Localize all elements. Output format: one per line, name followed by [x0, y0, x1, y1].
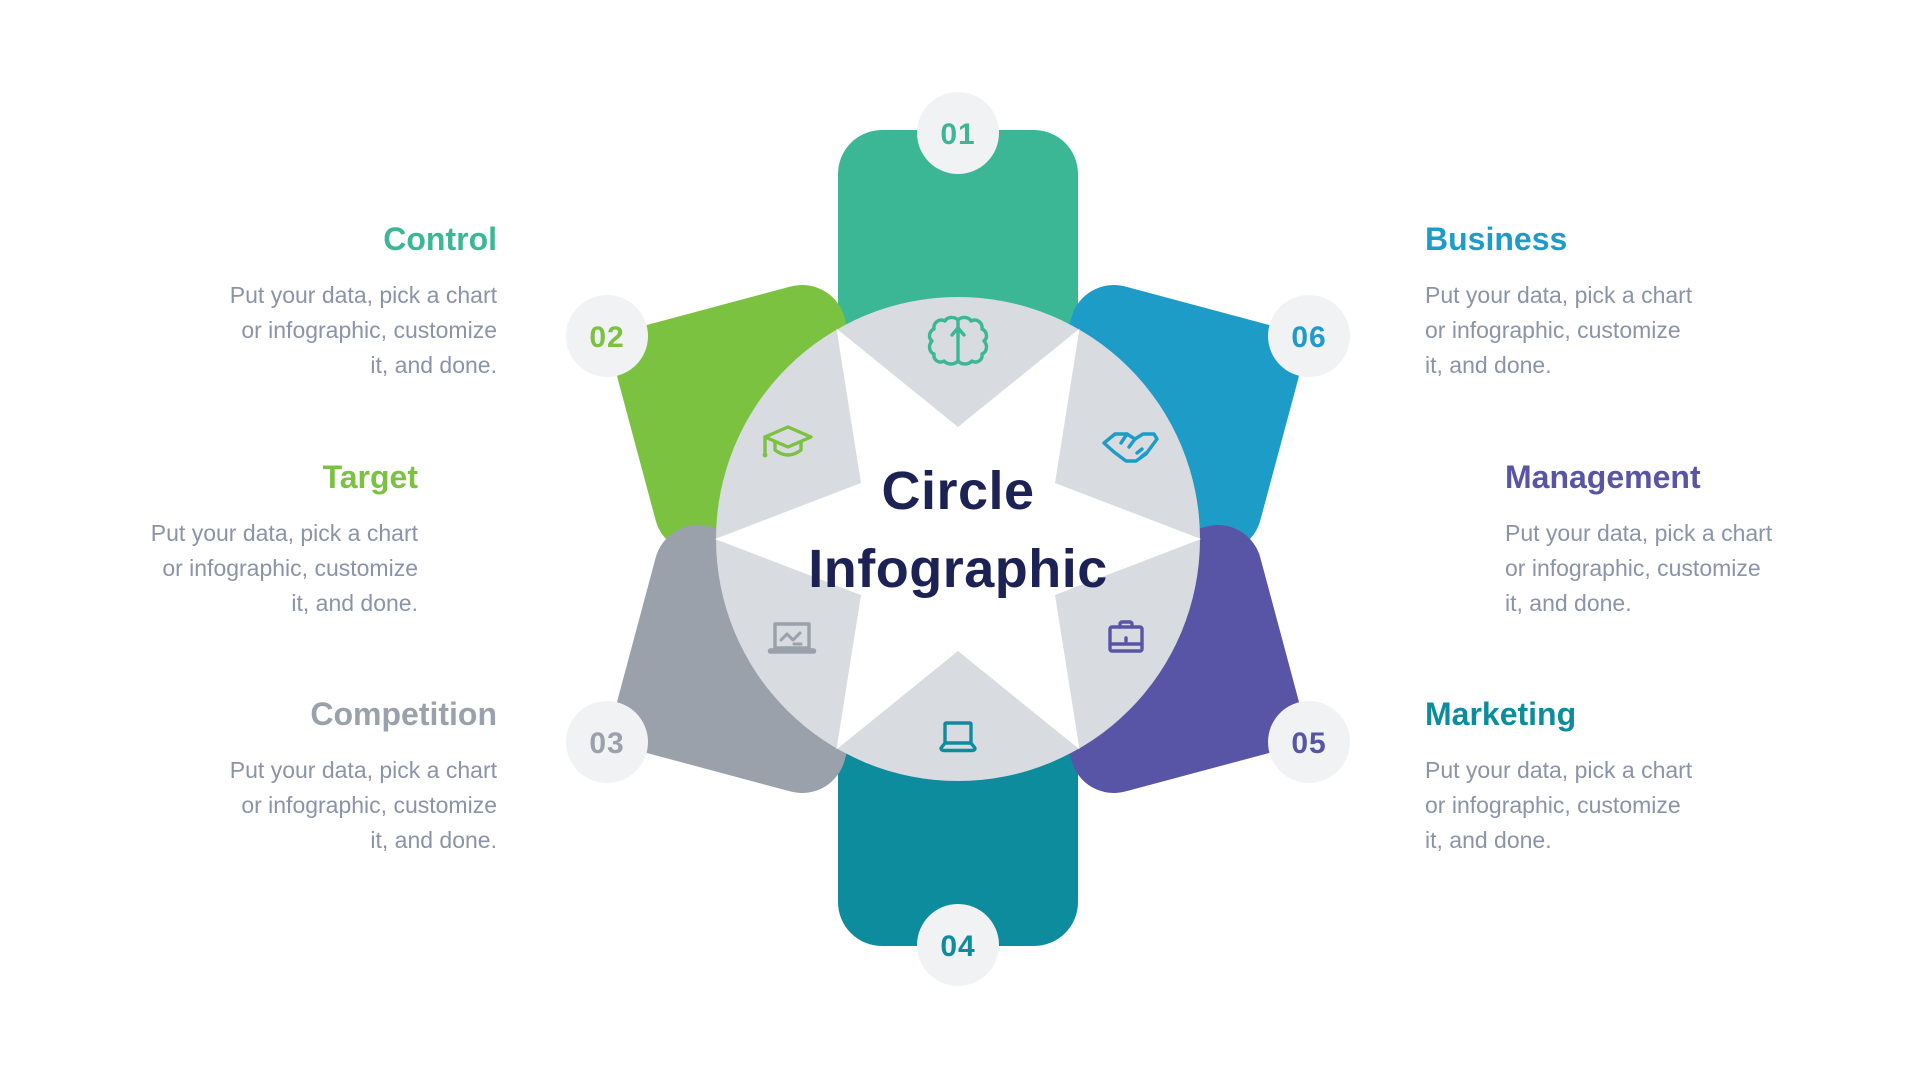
desc-line: or infographic, customize — [241, 792, 497, 818]
item-desc-target: Put your data, pick a chart or infograph… — [88, 516, 418, 621]
desc-line: or infographic, customize — [1425, 792, 1681, 818]
item-heading-marketing: Marketing — [1425, 696, 1577, 732]
brain-icon — [927, 315, 989, 366]
badge-03: 03 — [566, 701, 648, 783]
presentation-chart-icon — [767, 622, 817, 654]
title-line-1: Circle — [881, 461, 1035, 521]
badge-02: 02 — [566, 295, 648, 377]
desc-line: it, and done. — [1505, 590, 1632, 616]
badge-01: 01 — [917, 92, 999, 174]
desc-line: or infographic, customize — [162, 555, 418, 581]
item-desc-marketing: Put your data, pick a chart or infograph… — [1425, 753, 1755, 858]
desc-line: Put your data, pick a chart — [229, 282, 497, 308]
badge-03-number: 03 — [589, 727, 624, 760]
title-line-2: Infographic — [808, 539, 1108, 599]
briefcase-icon — [1108, 620, 1144, 653]
item-block-competition: Competition Put your data, pick a chart … — [167, 695, 497, 858]
desc-line: Put your data, pick a chart — [1505, 520, 1773, 546]
item-block-business: Business Put your data, pick a chart or … — [1425, 220, 1755, 383]
desc-line: or infographic, customize — [241, 317, 497, 343]
desc-line: it, and done. — [370, 827, 497, 853]
item-block-management: Management Put your data, pick a chart o… — [1505, 458, 1835, 621]
item-desc-management: Put your data, pick a chart or infograph… — [1505, 516, 1835, 621]
badge-06-number: 06 — [1291, 321, 1326, 354]
laptop-icon — [939, 721, 977, 753]
desc-line: Put your data, pick a chart — [150, 520, 418, 546]
center-star — [715, 328, 1201, 750]
item-desc-competition: Put your data, pick a chart or infograph… — [167, 753, 497, 858]
badge-02-number: 02 — [589, 321, 624, 354]
desc-line: it, and done. — [1425, 352, 1552, 378]
item-heading-business: Business — [1425, 221, 1568, 257]
desc-line: it, and done. — [370, 352, 497, 378]
badge-01-number: 01 — [940, 118, 975, 151]
desc-line: it, and done. — [291, 590, 418, 616]
badge-04-number: 04 — [940, 930, 975, 963]
item-desc-control: Put your data, pick a chart or infograph… — [167, 278, 497, 383]
item-heading-target: Target — [322, 459, 418, 495]
desc-line: Put your data, pick a chart — [1425, 757, 1693, 783]
item-heading-competition: Competition — [310, 696, 497, 732]
desc-line: it, and done. — [1425, 827, 1552, 853]
graduation-cap-icon — [762, 425, 813, 458]
item-heading-control: Control — [383, 221, 497, 257]
badge-05-number: 05 — [1291, 727, 1326, 760]
badge-04: 04 — [917, 904, 999, 986]
badge-06: 06 — [1268, 295, 1350, 377]
desc-line: Put your data, pick a chart — [229, 757, 497, 783]
item-block-control: Control Put your data, pick a chart or i… — [167, 220, 497, 383]
desc-line: Put your data, pick a chart — [1425, 282, 1693, 308]
handshake-icon — [1102, 432, 1159, 463]
item-heading-management: Management — [1505, 459, 1701, 495]
desc-line: or infographic, customize — [1425, 317, 1681, 343]
badge-05: 05 — [1268, 701, 1350, 783]
infographic-title: Circle Infographic — [658, 452, 1258, 608]
desc-line: or infographic, customize — [1505, 555, 1761, 581]
item-block-target: Target Put your data, pick a chart or in… — [88, 458, 418, 621]
item-block-marketing: Marketing Put your data, pick a chart or… — [1425, 695, 1755, 858]
item-desc-business: Put your data, pick a chart or infograph… — [1425, 278, 1755, 383]
